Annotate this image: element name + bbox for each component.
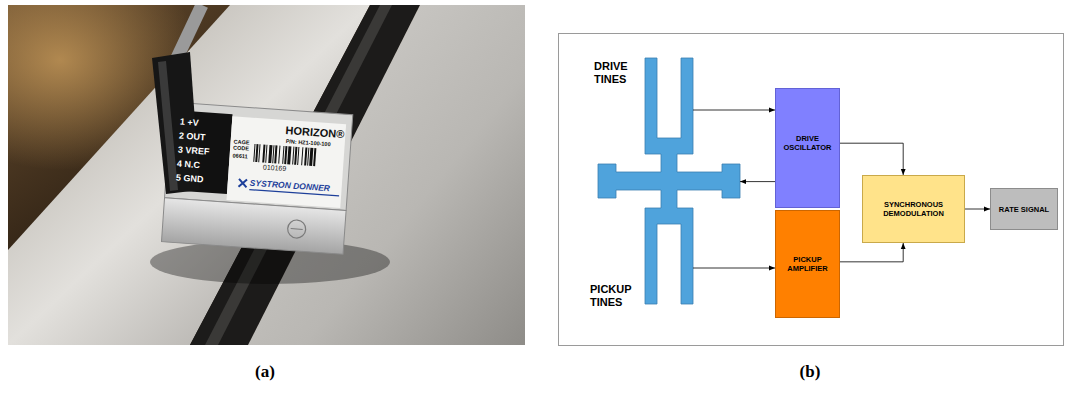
barcode-bar: [287, 146, 291, 164]
block-box: RATE SIGNAL: [990, 188, 1058, 230]
block-label: SYNCHRONOUS DEMODULATION: [863, 200, 964, 218]
device-label-text: 06611: [232, 152, 252, 159]
barcode-bar: [297, 147, 299, 165]
orientation-symbol: [287, 219, 306, 238]
block-box: PICKUP AMPLIFIER: [775, 210, 840, 318]
sensor-cable: [176, 5, 202, 60]
barcode-bar: [278, 146, 280, 164]
barcode-bar: [294, 147, 297, 165]
barcode-bar: [268, 145, 272, 163]
barcode-bar: [282, 146, 284, 164]
barcode: [253, 144, 316, 166]
barcode-bar: [272, 145, 274, 163]
orientation-symbol: [291, 228, 303, 230]
barcode-bar: [307, 148, 309, 166]
barcode-bar: [265, 145, 267, 163]
signal-arrow: [693, 268, 775, 269]
barcode-bar: [255, 144, 258, 162]
sensor-lid: [165, 102, 353, 210]
signal-arrow: [840, 143, 903, 175]
groove-edge: [205, 5, 392, 345]
signal-arrow: [693, 110, 775, 111]
block-box: SYNCHRONOUS DEMODULATION: [862, 175, 965, 243]
barcode-bar: [309, 148, 313, 166]
tuning-fork-shape: [590, 56, 742, 306]
logo-mark: [238, 179, 247, 188]
signal-arrow: [840, 243, 903, 262]
connector-highlight: [158, 61, 178, 191]
barcode-bar: [284, 146, 287, 164]
signal-arrow: [965, 209, 990, 210]
barcode-bar: [274, 145, 277, 163]
tine-label: PICKUP TINES: [590, 283, 642, 309]
block-label: DRIVE OSCILLATOR: [776, 134, 839, 152]
barcode-bar: [253, 144, 255, 162]
tuning-fork: DRIVE TINES PICKUP TINES: [590, 56, 742, 306]
barcode-bar: [304, 147, 307, 165]
barcode-bar: [301, 147, 303, 165]
panel-caption: (a): [245, 362, 285, 382]
product-label: [227, 116, 347, 208]
tine-label: DRIVE TINES: [594, 60, 640, 86]
sensor-body: [161, 102, 352, 254]
barcode-bar: [258, 144, 260, 162]
signal-arrow: [740, 181, 775, 182]
barcode-bar: [262, 145, 265, 163]
photo-scene: [8, 5, 525, 345]
pin-label-plate: [171, 110, 232, 194]
barcode-bar: [313, 148, 316, 166]
tuning-fork-outline: [598, 58, 740, 304]
block-label: RATE SIGNAL: [996, 205, 1052, 214]
block-label: PICKUP AMPLIFIER: [776, 255, 839, 273]
barcode-bar: [292, 147, 294, 165]
panel-caption: (b): [790, 362, 830, 382]
device-label-text: CAGE CODE: [233, 138, 252, 151]
block-box: DRIVE OSCILLATOR: [775, 88, 840, 208]
